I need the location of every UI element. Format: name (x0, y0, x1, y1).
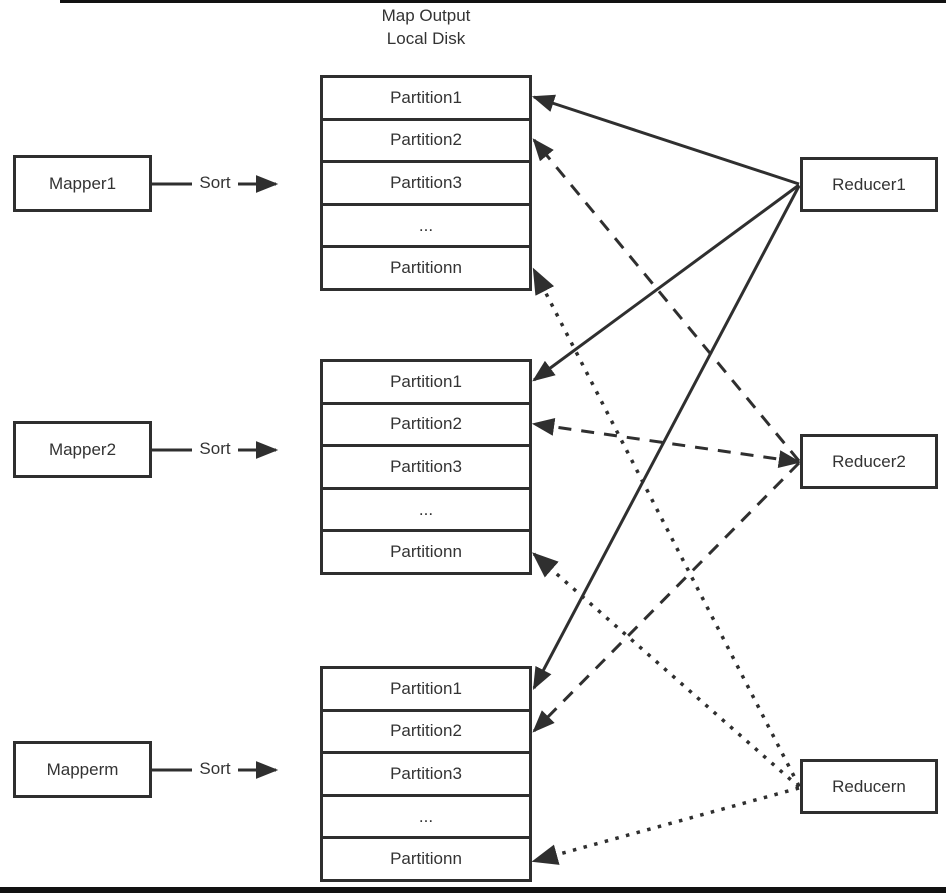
reducer1-label: Reducer1 (832, 174, 906, 194)
sort-label-mapperm: Sort (192, 759, 238, 779)
mapperm-box: Mapperm (13, 741, 152, 798)
partition-row: Partition3 (323, 447, 529, 490)
sort-label-mapper1: Sort (192, 173, 238, 193)
reducer2-box: Reducer2 (800, 434, 938, 489)
partition-row: Partition2 (323, 121, 529, 164)
partition-stack-3: Partition1 Partition2 Partition3 ... Par… (320, 666, 532, 882)
mapper1-label: Mapper1 (48, 173, 117, 193)
partition-row: Partitionn (390, 542, 462, 562)
partition-row: ... (323, 206, 529, 249)
reducer2-label: Reducer2 (832, 451, 906, 471)
connector-reducer2-stack1-partition2 (532, 138, 801, 462)
partition-row: Partition3 (323, 754, 529, 797)
connector-reducer1-stack3-partition1 (532, 185, 801, 690)
mapper1-box: Mapper1 (13, 155, 152, 212)
partition-row: ... (323, 490, 529, 533)
title-line-2: Local Disk (386, 29, 466, 48)
connector-reducer2-stack3-partition2 (532, 461, 801, 733)
reducern-label: Reducern (832, 776, 906, 796)
partition-row: Partition1 (323, 78, 529, 121)
connector-reducer1-stack1-partition1 (531, 94, 800, 186)
partition-row: Partition2 (323, 405, 529, 448)
partition-row: Partition1 (323, 362, 529, 405)
top-border-line (60, 0, 946, 3)
partition-row: ... (323, 797, 529, 840)
reducer1-box: Reducer1 (800, 157, 938, 212)
diagram-title: Map Output Local Disk (270, 4, 582, 50)
mapper2-label: Mapper2 (48, 439, 117, 459)
partition-stack-1: Partition1 Partition2 Partition3 ... Par… (320, 75, 532, 291)
mapper2-box: Mapper2 (13, 421, 152, 478)
reducern-box: Reducern (800, 759, 938, 814)
connector-reducern-stack3-partitionn (531, 786, 800, 865)
partition-stack-2: Partition1 Partition2 Partition3 ... Par… (320, 359, 532, 575)
title-line-1: Map Output (381, 6, 471, 25)
partition-row: Partition3 (323, 163, 529, 206)
connector-reducer2-stack2-partition2 (531, 417, 802, 469)
connector-reducern-stack2-partitionn (532, 552, 801, 789)
bottom-border-line (0, 887, 946, 893)
partition-row: Partitionn (390, 849, 462, 869)
sort-label-mapper2: Sort (192, 439, 238, 459)
partition-row: Partitionn (390, 258, 462, 278)
partition-row: Partition2 (323, 712, 529, 755)
connector-reducer1-stack2-partition1 (532, 183, 800, 382)
connector-reducern-stack1-partitionn (532, 267, 801, 787)
partition-row: Partition1 (323, 669, 529, 712)
mapperm-label: Mapperm (46, 759, 119, 779)
